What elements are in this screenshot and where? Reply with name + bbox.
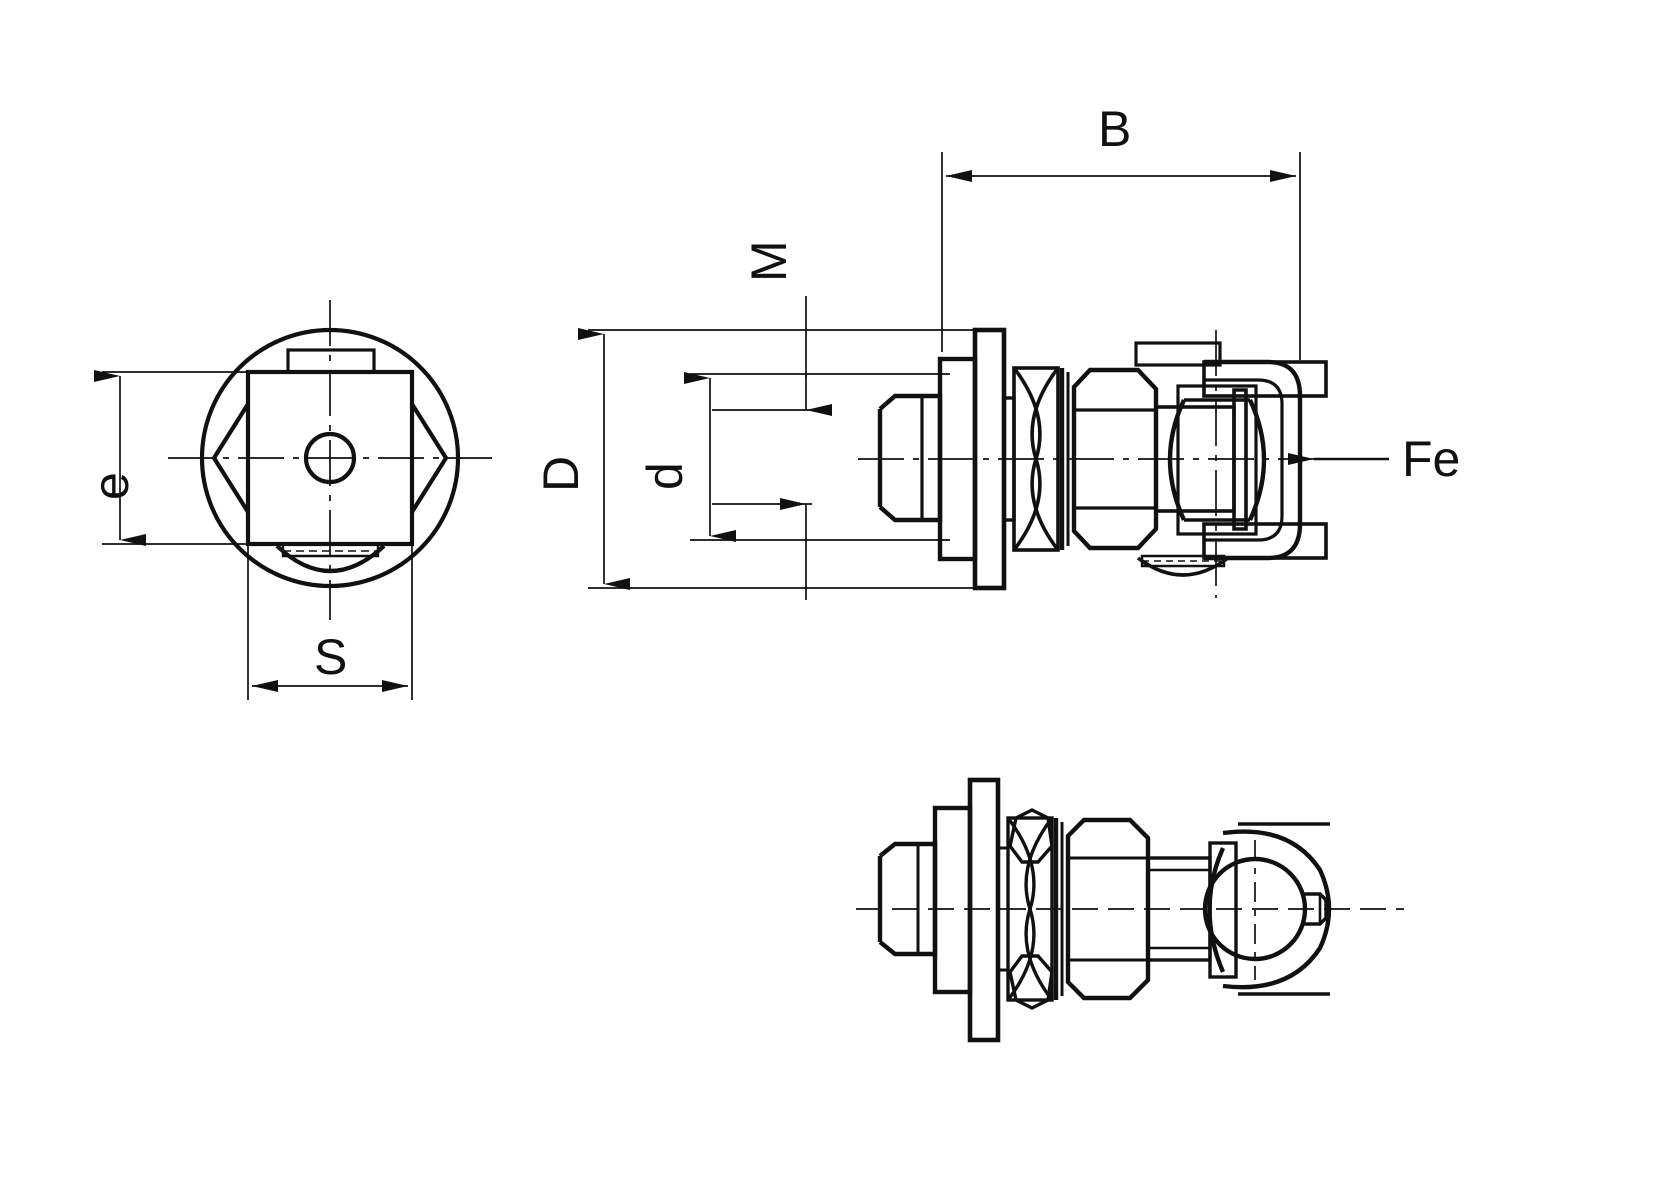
hex-nut-outline bbox=[1071, 367, 1159, 551]
dimension-d-outer bbox=[578, 328, 985, 590]
end-view-centre-lines bbox=[168, 300, 492, 620]
bv-washer-arc-right bbox=[1024, 816, 1054, 1002]
bv-hex-nut-outline bbox=[1065, 817, 1151, 1001]
dimension-s bbox=[247, 544, 413, 700]
yoke-top-key bbox=[1134, 341, 1222, 367]
swivel-barrel-box bbox=[1176, 384, 1258, 536]
bottom-view-centre-lines bbox=[856, 840, 1404, 980]
dimension-b bbox=[941, 152, 1301, 360]
dimension-m bbox=[712, 296, 832, 600]
bv-washer-oct-bottom bbox=[1008, 954, 1054, 1010]
dimension-e bbox=[94, 370, 258, 546]
bv-washer-oct-top bbox=[1008, 808, 1054, 864]
dimension-label-B: B bbox=[1098, 101, 1132, 157]
dimension-label-s: S bbox=[314, 629, 348, 685]
dimension-label-d: d bbox=[637, 462, 693, 490]
main-view-centre-lines bbox=[858, 330, 1356, 598]
end-view-top-tab bbox=[286, 348, 376, 374]
yoke-neck bbox=[1232, 388, 1248, 531]
bv-yoke-eye-left-arc bbox=[1207, 847, 1226, 973]
yoke-inner-profile bbox=[1204, 378, 1284, 542]
force-label-fe: Fe bbox=[1402, 431, 1461, 487]
dimension-label-e: e bbox=[83, 472, 139, 500]
dimension-label-M: M bbox=[741, 240, 797, 282]
dimension-label-D: D bbox=[533, 455, 589, 492]
dimension-d-inner bbox=[684, 372, 950, 542]
yoke-bottom-nipple-arc bbox=[1136, 556, 1230, 577]
end-view-right-chevron bbox=[410, 402, 449, 514]
